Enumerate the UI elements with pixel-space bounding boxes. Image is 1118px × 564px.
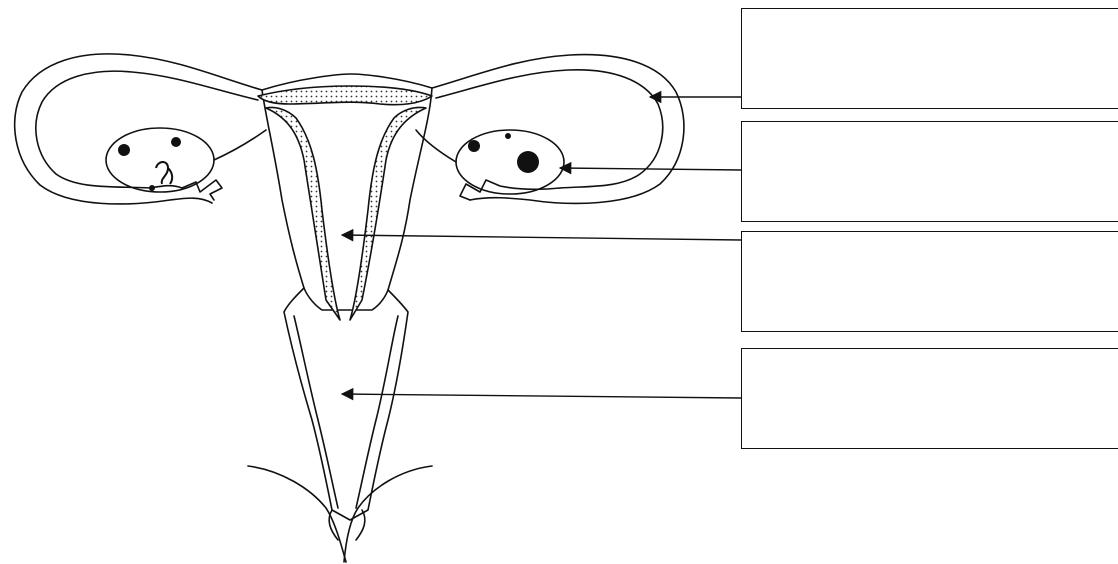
right-ovary-follicle-2 <box>505 133 511 139</box>
left-ovary-follicle-3 <box>149 185 155 191</box>
left-ovary-follicle-2 <box>171 137 181 147</box>
left-ovary-corpus <box>156 162 172 184</box>
arrow-ovary <box>560 168 741 170</box>
left-ovary <box>106 128 214 192</box>
right-ovary-follicle-1 <box>468 140 480 152</box>
right-ovary <box>456 130 564 194</box>
fundus-stippled-band <box>258 86 432 105</box>
right-fallopian-tube-outer <box>432 55 684 204</box>
label-box-vagina[interactable] <box>741 348 1118 449</box>
right-fimbriae <box>460 180 560 200</box>
right-ovary-follicle-large <box>517 151 539 173</box>
label-box-fallopian-tube[interactable] <box>741 8 1118 109</box>
right-fallopian-tube-inner <box>436 70 663 188</box>
vulva-right-curve <box>344 466 432 562</box>
ovarian-ligament-left <box>214 130 266 160</box>
left-ovary-follicle-1 <box>118 144 130 156</box>
label-box-uterus[interactable] <box>741 231 1118 332</box>
label-box-ovary[interactable] <box>741 121 1118 222</box>
vagina-outer <box>284 288 408 520</box>
arrow-vagina <box>342 394 741 398</box>
left-fallopian-tube-outer <box>15 54 262 204</box>
